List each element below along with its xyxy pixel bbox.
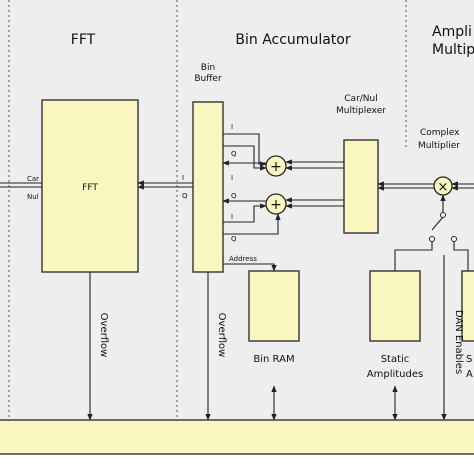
car-nul-mux-label-1: Car/Nul xyxy=(344,94,377,104)
fft-block-label: FFT xyxy=(82,183,98,193)
wire-buffer-i-to-adder-bottom xyxy=(223,203,267,223)
switch-contact-right xyxy=(451,236,457,242)
wire-switch-to-static xyxy=(394,241,433,271)
switch-blade xyxy=(431,216,444,231)
s-amplitudes-label-2: A xyxy=(466,369,473,380)
bin-ram-block xyxy=(248,270,300,342)
static-amplitudes-label-2: Amplitudes xyxy=(367,369,423,380)
complex-mult-label-1: Complex xyxy=(420,128,460,138)
complex-multiplier-symbol: × xyxy=(438,180,449,195)
wire-buffer-q-to-adder-top xyxy=(223,145,267,171)
complex-mult-label-2: Multiplier xyxy=(418,141,460,151)
s-amplitudes-block xyxy=(461,270,474,342)
bin-ram-label: Bin RAM xyxy=(253,354,294,365)
signal-label-q-fft: Q xyxy=(182,192,188,200)
switch-contact-left xyxy=(429,236,435,242)
section-title-amplitude-line1: Ampli xyxy=(432,24,472,40)
car-nul-mux-block xyxy=(343,139,379,234)
signal-label-i-upper: I xyxy=(231,123,233,131)
wire-address xyxy=(223,263,277,272)
wire-switch-to-right xyxy=(453,241,469,271)
signal-label-car: Car xyxy=(27,175,39,183)
signal-label-i-mid: I xyxy=(231,174,233,182)
adder-top-symbol: + xyxy=(270,159,282,175)
section-title-amplitude-line2: Multipl xyxy=(432,42,474,58)
overflow-label-buffer: Overflow xyxy=(216,313,227,358)
signal-label-i-fft: I xyxy=(182,174,184,182)
static-amplitudes-block xyxy=(369,270,421,342)
bottom-bus xyxy=(0,419,474,455)
car-nul-mux-label-2: Multiplexer xyxy=(336,106,386,116)
signal-label-q-mid: Q xyxy=(231,192,237,200)
dan-enables-label: DAN Enables xyxy=(453,310,464,374)
wire-buffer-i-to-adder-top xyxy=(223,133,267,167)
overflow-label-fft: Overflow xyxy=(98,313,109,358)
signal-label-address: Address xyxy=(229,255,257,263)
bin-buffer-label-2: Buffer xyxy=(194,74,222,84)
adder-bottom-symbol: + xyxy=(270,197,282,213)
bin-buffer-block xyxy=(192,101,224,273)
bin-buffer-label-1: Bin xyxy=(201,63,215,73)
signal-label-q-lower: Q xyxy=(231,235,237,243)
wire-buffer-q-to-adder-bottom xyxy=(223,213,281,235)
switch-contact-top xyxy=(440,212,446,218)
signal-label-nul: Nul xyxy=(27,193,39,201)
section-title-fft: FFT xyxy=(71,32,96,48)
static-amplitudes-label-1: Static xyxy=(381,354,410,365)
signal-label-q-upper: Q xyxy=(231,150,237,158)
signal-label-i-lower: I xyxy=(231,213,233,221)
s-amplitudes-label-1: S xyxy=(466,354,472,365)
section-title-bin-accumulator: Bin Accumulator xyxy=(235,32,350,48)
